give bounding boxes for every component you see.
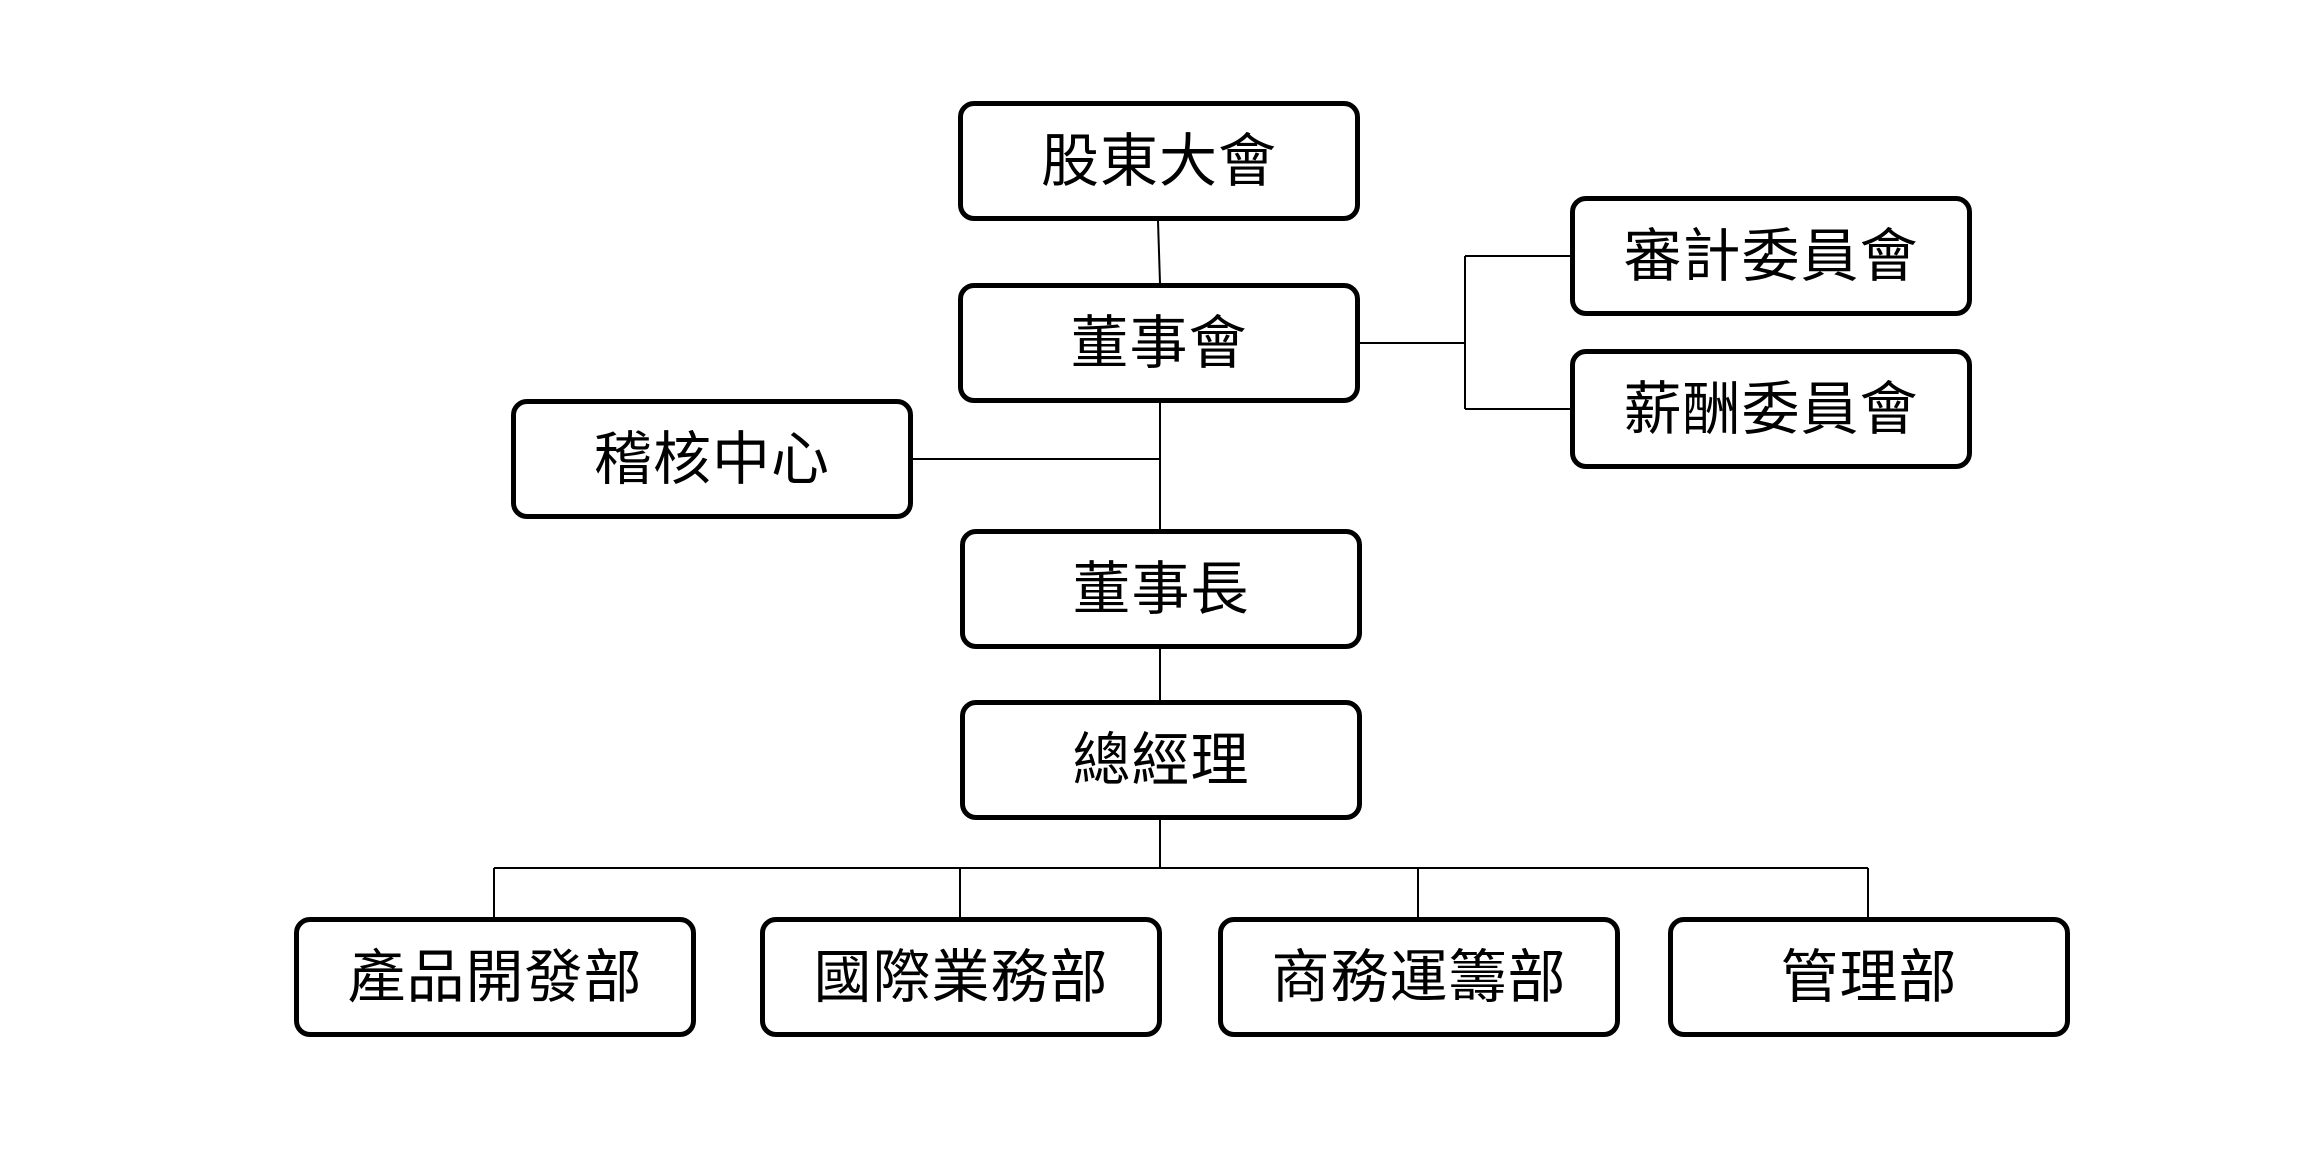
node-general-manager: 總經理	[960, 700, 1362, 820]
node-label: 股東大會	[1040, 127, 1277, 195]
node-shareholders-meeting: 股東大會	[958, 101, 1360, 221]
department-label: 產品開發部	[347, 943, 643, 1011]
node-label: 總經理	[1072, 726, 1250, 794]
node-department: 產品開發部	[294, 917, 696, 1037]
node-department: 管理部	[1668, 917, 2070, 1037]
node-chairman: 董事長	[960, 529, 1362, 649]
node-label: 董事長	[1072, 555, 1250, 623]
department-label: 管理部	[1780, 943, 1958, 1011]
node-label: 審計委員會	[1623, 222, 1919, 290]
node-board-of-directors: 董事會	[958, 283, 1360, 403]
node-department: 國際業務部	[760, 917, 1162, 1037]
node-label: 稽核中心	[593, 425, 830, 493]
node-label: 薪酬委員會	[1623, 375, 1919, 443]
node-internal-audit-center: 稽核中心	[511, 399, 913, 519]
node-audit-committee: 審計委員會	[1570, 196, 1972, 316]
connector-shareholders-board	[1157, 220, 1161, 284]
node-compensation-committee: 薪酬委員會	[1570, 349, 1972, 469]
department-label: 國際業務部	[813, 943, 1109, 1011]
node-label: 董事會	[1070, 309, 1248, 377]
node-department: 商務運籌部	[1218, 917, 1620, 1037]
department-label: 商務運籌部	[1271, 943, 1567, 1011]
